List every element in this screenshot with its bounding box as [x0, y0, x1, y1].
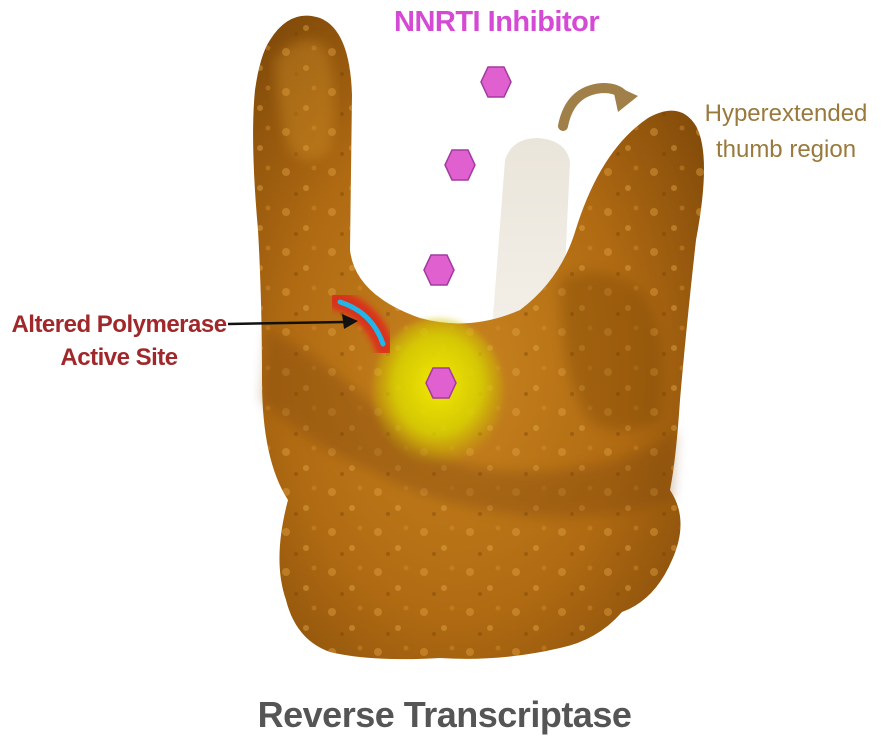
inhibitor-hexagon-icon [426, 368, 456, 398]
thumb-motion-arrowhead [612, 84, 638, 112]
active-site-label-line1: Altered Polymerase [0, 308, 238, 341]
inhibitor-label-text: NNRTI Inhibitor [394, 6, 599, 38]
thumb-label: Hyperextended thumb region [700, 96, 872, 168]
inhibitor-hexagon-icon [445, 150, 475, 180]
thumb-label-line1: Hyperextended [700, 96, 872, 132]
active-site-label-line2: Active Site [0, 341, 238, 374]
inhibitor-hexagon-icon [481, 67, 511, 97]
inhibitor-label: NNRTI Inhibitor [50, 6, 889, 39]
thumb-label-line2: thumb region [700, 132, 872, 168]
inhibitor-hexagon-icon [424, 255, 454, 285]
enzyme-title: Reverse Transcriptase [0, 694, 889, 736]
active-site-label: Altered Polymerase Active Site [0, 308, 238, 374]
